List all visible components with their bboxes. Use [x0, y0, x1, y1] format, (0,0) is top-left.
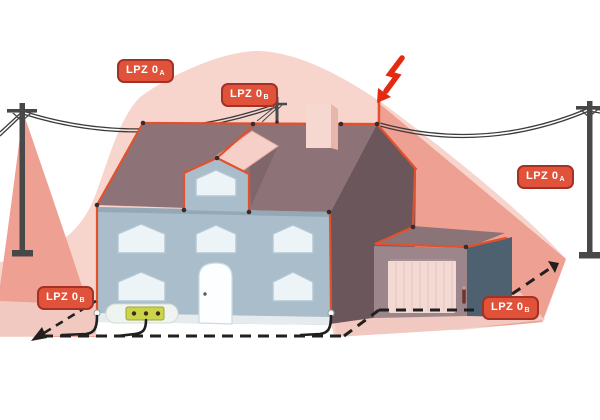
ground-dash-to-pole [511, 265, 553, 296]
zone-boundary-dash-left [43, 299, 97, 335]
window [117, 223, 166, 254]
power-pole-right [576, 101, 600, 259]
window [272, 271, 314, 302]
garage-door-slats [395, 262, 453, 311]
windows [117, 169, 314, 302]
chimney [306, 104, 338, 150]
lpz-label-text: LPZ 0 [491, 301, 524, 313]
door-handle [203, 292, 207, 296]
down-conductor-right [328, 211, 333, 314]
conductor-junction-dots [94, 120, 469, 250]
garage-roof-conductor [374, 225, 508, 249]
right-rake-conductor [375, 122, 418, 171]
front-door [198, 262, 233, 325]
lpz-label-text: LPZ 0 [126, 64, 159, 76]
lpz-label-subscript: B [524, 307, 531, 314]
wire-right-span [379, 107, 590, 136]
power-pole-left [7, 103, 37, 257]
dormer-window [195, 169, 237, 197]
window [272, 224, 314, 254]
earth-boundary-dashed-line [42, 265, 553, 338]
garage-roof [375, 226, 505, 248]
earthing-cables [60, 314, 333, 338]
lpz-label-subscript: A [559, 176, 566, 183]
eave-shadow [96, 207, 330, 217]
power-meter-icon [105, 303, 179, 324]
lpz-label-subscript: B [263, 94, 270, 101]
dash-arrowhead-left [31, 327, 47, 341]
isolating-rod-tip [462, 286, 466, 290]
wire-right-span [379, 110, 590, 139]
dormer-roof-shadow [249, 148, 277, 206]
lpz-label-subscript: A [159, 70, 166, 77]
window [195, 224, 237, 254]
house [96, 123, 416, 325]
garage-door [388, 259, 456, 313]
dash-arrowhead-right [548, 261, 559, 273]
left-rake-conductor [95, 121, 145, 207]
lpz-label-text: LPZ 0 [230, 88, 263, 100]
down-conductor-rear [411, 167, 417, 229]
lightning-conductor-network [95, 99, 508, 314]
lpz-label-subscript: B [79, 297, 86, 304]
dormer-conductor [215, 156, 251, 213]
dormer-conductor [182, 124, 255, 212]
window [117, 271, 166, 302]
ground-dash-diagonal [343, 308, 380, 338]
lpz-label-text: LPZ 0 [46, 291, 79, 303]
lightning-bolt-icon [377, 55, 405, 103]
lpz-label-text: LPZ 0 [526, 170, 559, 182]
